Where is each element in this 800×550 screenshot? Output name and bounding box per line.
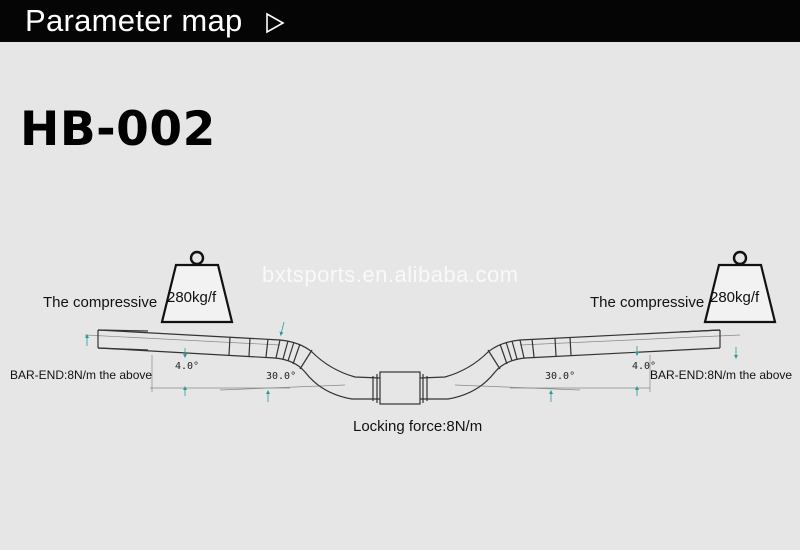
header-title: Parameter map [25,3,243,38]
locking-force-label: Locking force:8N/m [353,418,483,435]
reference-lines [84,334,741,392]
right-rise-angle: 4.0° [632,361,657,372]
right-bar-end-label: BAR-END:8N/m the above [650,368,793,382]
header-bar: Parameter map [0,0,800,42]
right-sweep-angle: 30.0° [545,371,576,382]
left-sweep-angle: 30.0° [266,371,297,382]
right-weight-value: 280kg/f [710,289,760,306]
handlebar-outline [97,329,721,405]
dimension-arrows [85,321,738,402]
right-compressive-label: The compressive [590,294,705,311]
watermark: bxtsports.en.alibaba.com [262,262,519,287]
left-bar-end-label: BAR-END:8N/m the above [10,368,153,382]
weight-icon [703,250,777,324]
play-outline-icon [266,12,285,34]
weight-icon [160,250,234,324]
left-compressive-label: The compressive [43,294,158,311]
left-weight-value: 280kg/f [167,289,217,306]
model-code: HB-002 [20,102,216,157]
left-rise-angle: 4.0° [175,361,200,372]
